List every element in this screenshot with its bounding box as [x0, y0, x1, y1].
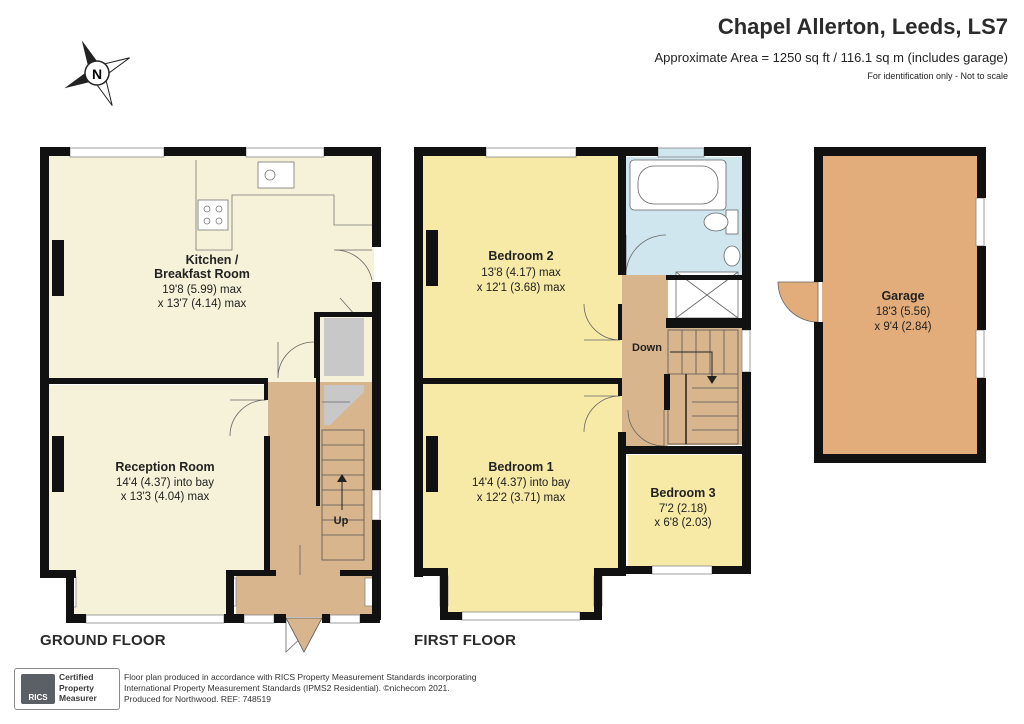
rics-badge-text: Certified Property Measurer	[59, 672, 97, 703]
stairs-up-label: Up	[334, 515, 349, 527]
area-subtitle: Approximate Area = 1250 sq ft / 116.1 sq…	[654, 50, 1009, 65]
stairs-down	[667, 329, 739, 445]
rics-certified-badge: RICS Certified Property Measurer	[14, 668, 120, 710]
garage-dimension-line2: x 9'4 (2.84)	[874, 321, 931, 333]
bedroom-2-dimension-line1: 13'8 (4.17) max	[481, 267, 561, 279]
kitchen-name-line2: Breakfast Room	[154, 267, 250, 281]
bedroom-1-bay	[448, 572, 594, 612]
reception-room-dimension-line2: x 13'3 (4.04) max	[121, 491, 210, 503]
garage-name: Garage	[881, 289, 924, 303]
ground-floor-label: GROUND FLOOR	[40, 632, 166, 649]
reception-floor	[48, 385, 268, 577]
bedroom-3-dimension-line2: x 6'8 (2.03)	[654, 517, 711, 529]
first-floor-label: FIRST FLOOR	[414, 632, 517, 649]
kitchen-dimension-line2: x 13'7 (4.14) max	[158, 298, 247, 310]
bedroom-1-dimension-line2: x 12'2 (3.71) max	[477, 492, 566, 504]
first-floor-walls	[414, 147, 751, 620]
stairs-up-arrow	[337, 474, 347, 482]
stairs-down-arrow	[707, 376, 717, 384]
kitchen-worktops	[195, 160, 372, 251]
bedroom-1-name: Bedroom 1	[488, 460, 553, 474]
porch-floor	[236, 575, 374, 617]
entrance-step	[285, 617, 323, 653]
ground-floor-doors	[229, 249, 373, 653]
reception-room-dimension-line1: 14'4 (4.37) into bay	[116, 477, 214, 489]
reception-bay	[74, 575, 232, 615]
footer-disclaimer: Floor plan produced in accordance with R…	[124, 672, 544, 705]
page-title: Chapel Allerton, Leeds, LS7	[717, 14, 1008, 39]
garage-floor	[822, 155, 978, 455]
bedroom-2-floor	[422, 155, 622, 379]
cupboard	[324, 318, 364, 376]
rics-logo: RICS	[21, 674, 55, 704]
ground-floor-walls	[40, 147, 381, 623]
bedroom-1-floor	[422, 384, 622, 574]
kitchen-name-line1: Kitchen /	[186, 253, 239, 267]
compass-rose-icon	[64, 40, 130, 106]
bathroom-fittings	[629, 159, 741, 319]
kitchen-dimension-line1: 19'8 (5.99) max	[162, 284, 242, 296]
stairs-down-label: Down	[632, 342, 662, 354]
bedroom-2-name: Bedroom 2	[488, 249, 553, 263]
footer-line-1: Floor plan produced in accordance with R…	[124, 672, 477, 682]
bedroom-3-dimension-line1: 7'2 (2.18)	[659, 503, 707, 515]
bedroom-3-floor	[628, 455, 744, 573]
footer-line-2: International Property Measurement Stand…	[124, 683, 450, 693]
bedroom-2-dimension-line2: x 12'1 (3.68) max	[477, 282, 566, 294]
garage-dimension-line1: 18'3 (5.56)	[876, 306, 931, 318]
scale-note: For identification only - Not to scale	[867, 71, 1008, 81]
compass-north-letter: N	[92, 66, 102, 82]
footer-line-3: Produced for Northwood. REF: 748519	[124, 694, 271, 704]
first-floor-doors	[583, 234, 667, 447]
garage-door-swing	[777, 281, 819, 323]
bedroom-3-name: Bedroom 3	[650, 486, 715, 500]
bedroom-1-dimension-line1: 14'4 (4.37) into bay	[472, 477, 570, 489]
stairs-up	[321, 429, 365, 561]
under-stairs-cupboard	[324, 385, 364, 425]
reception-room-name: Reception Room	[115, 460, 214, 474]
garage-walls	[814, 147, 986, 463]
landing-floor	[622, 275, 668, 450]
